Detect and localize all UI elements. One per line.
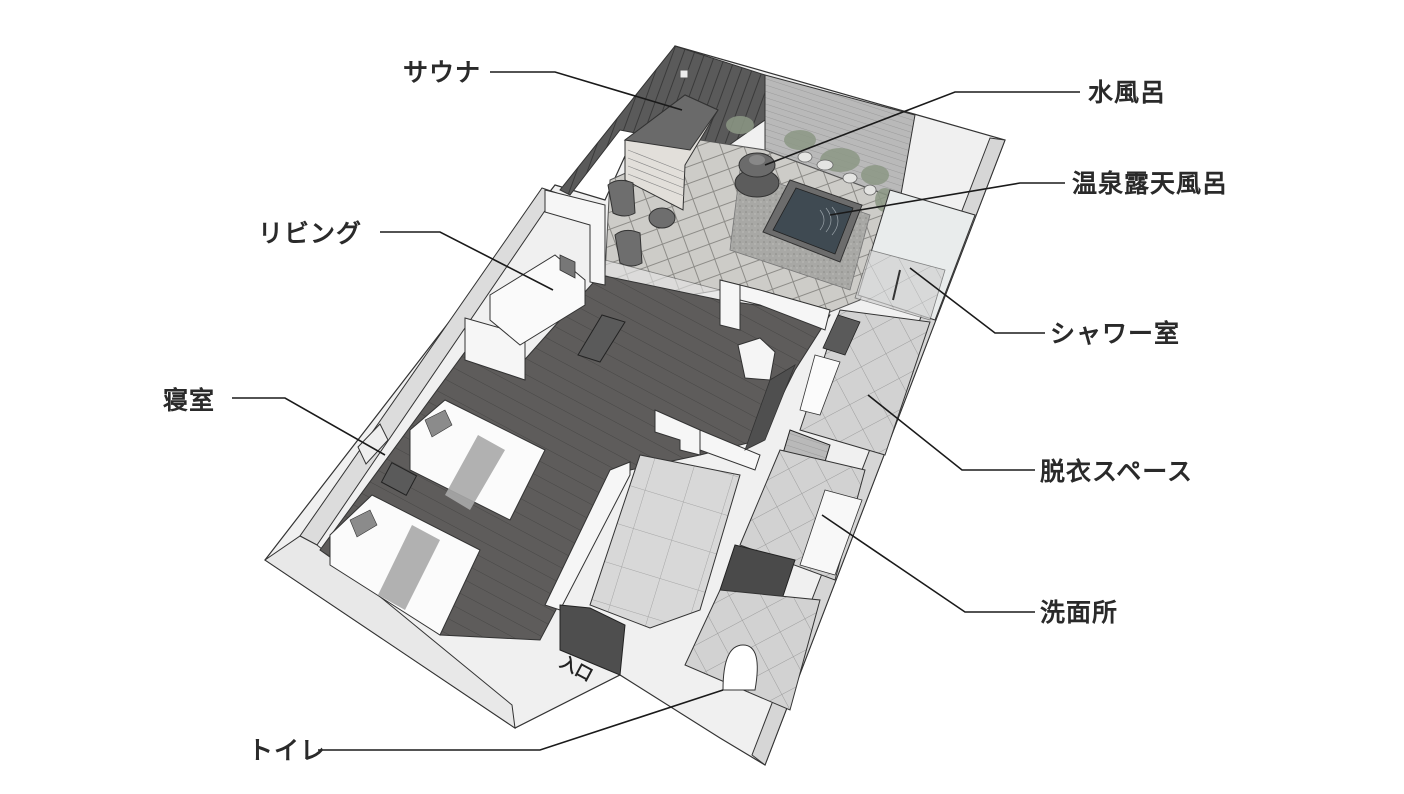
cold-bath-tub	[734, 152, 780, 198]
bathroom-strip	[684, 189, 976, 711]
label-bedroom: 寝室	[163, 386, 216, 415]
sofa	[489, 254, 586, 346]
leader-washroom	[821, 514, 1035, 613]
sauna-cabin	[623, 69, 719, 211]
armchair	[737, 337, 776, 381]
patio-furniture	[607, 179, 676, 267]
entrance-hall	[559, 454, 741, 676]
leader-shower	[909, 267, 1045, 334]
leader-lines	[232, 71, 1080, 751]
onsen-bath	[762, 179, 863, 263]
leader-onsen	[829, 182, 1065, 216]
leader-sauna	[490, 71, 683, 111]
label-onsen-open-air-bath: 温泉露天風呂	[1072, 169, 1229, 198]
leader-cold-bath	[764, 91, 1080, 166]
label-washroom: 洗面所	[1040, 598, 1119, 627]
label-shower-room: シャワー室	[1050, 319, 1181, 348]
label-dressing-space: 脱衣スペース	[1040, 457, 1194, 486]
label-sauna: サウナ	[403, 58, 482, 87]
label-living: リビング	[258, 219, 363, 248]
leader-toilet	[318, 689, 724, 751]
leader-living	[380, 231, 554, 291]
label-toilet: トイレ	[248, 736, 327, 765]
wall-picture	[357, 423, 389, 465]
toilet-fixture	[722, 644, 758, 691]
label-cold-bath: 水風呂	[1088, 78, 1167, 107]
courtyard	[559, 45, 916, 321]
leader-bedroom	[232, 397, 386, 456]
bed-1	[409, 399, 546, 521]
bed-2	[329, 494, 481, 636]
leader-dressing	[867, 394, 1035, 471]
coffee-table	[577, 314, 626, 363]
